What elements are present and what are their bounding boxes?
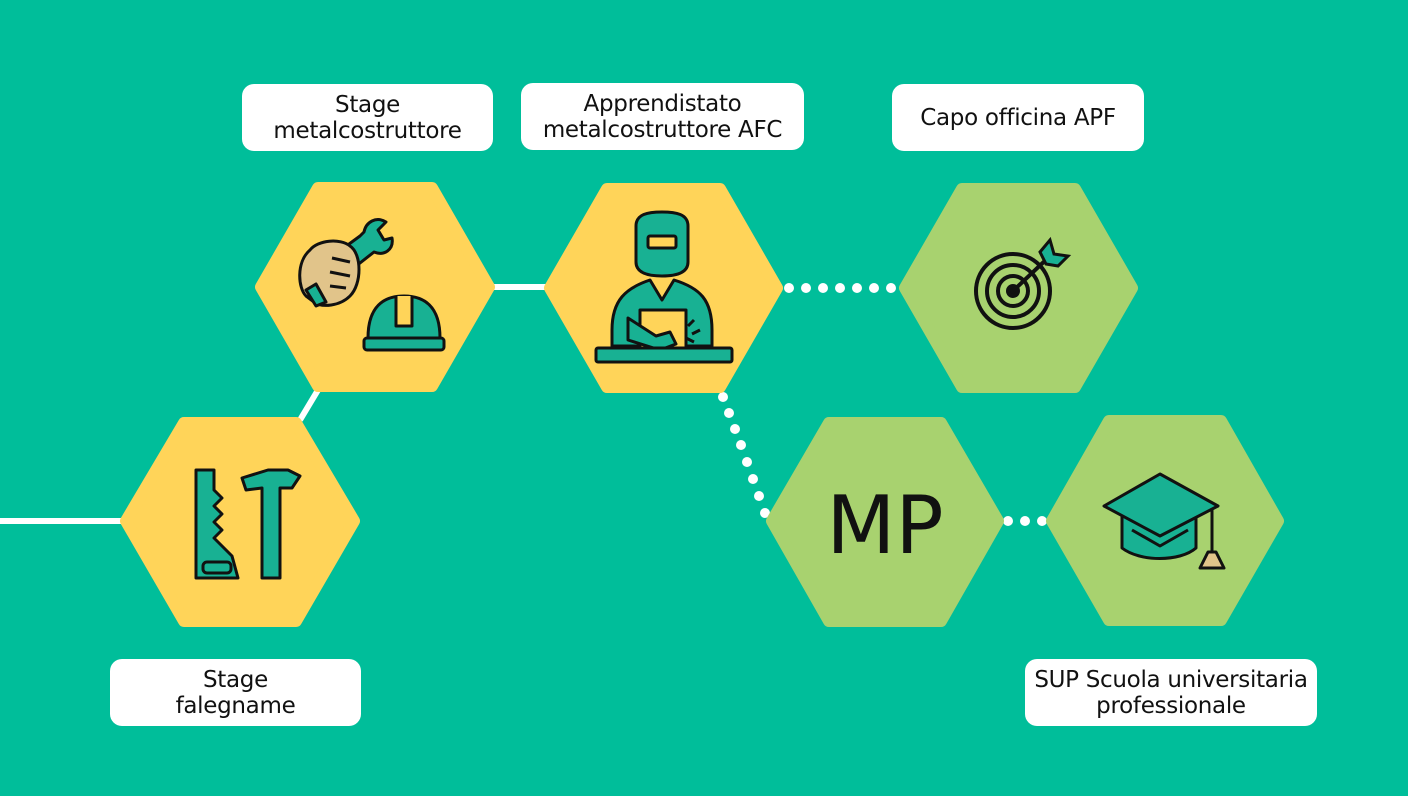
label-line: Stage <box>203 666 268 693</box>
wrench-helmet-icon <box>298 218 446 352</box>
target-icon <box>974 236 1072 330</box>
mp-text: MP <box>826 479 943 572</box>
hex-mp[interactable] <box>766 417 1004 627</box>
label-sup: SUP Scuola universitaria professionale <box>1025 659 1317 726</box>
dotted-connector-apprendistato-capo <box>784 283 896 293</box>
dotted-connector-mp-sup <box>1003 516 1047 526</box>
hex-falegname[interactable] <box>120 417 360 627</box>
dotted-connectors <box>718 283 1047 526</box>
label-line: metalcostruttore AFC <box>542 116 783 143</box>
dotted-connector-apprendistato-mp <box>718 392 770 518</box>
label-apprendistato: Apprendistato metalcostruttore AFC <box>521 83 804 150</box>
label-metal-stage: Stage metalcostruttore <box>242 84 493 151</box>
solid-connectors <box>0 284 550 524</box>
label-capo: Capo officina APF <box>892 84 1144 151</box>
welder-icon <box>594 210 734 364</box>
label-line: falegname <box>175 692 296 719</box>
graduation-cap-icon <box>1102 472 1226 570</box>
label-line: Capo officina APF <box>920 104 1116 131</box>
saw-hammer-icon <box>194 468 302 580</box>
connector-falegname-metal <box>297 388 321 422</box>
hex-metal-stage[interactable] <box>255 182 495 392</box>
label-line: Apprendistato <box>583 90 742 117</box>
label-line: metalcostruttore <box>273 117 462 144</box>
label-line: SUP Scuola universitaria <box>1034 666 1308 693</box>
label-line: Stage <box>335 91 400 118</box>
label-line: professionale <box>1096 692 1246 719</box>
hex-apprendistato[interactable] <box>544 183 783 393</box>
label-falegname: Stage falegname <box>110 659 361 726</box>
